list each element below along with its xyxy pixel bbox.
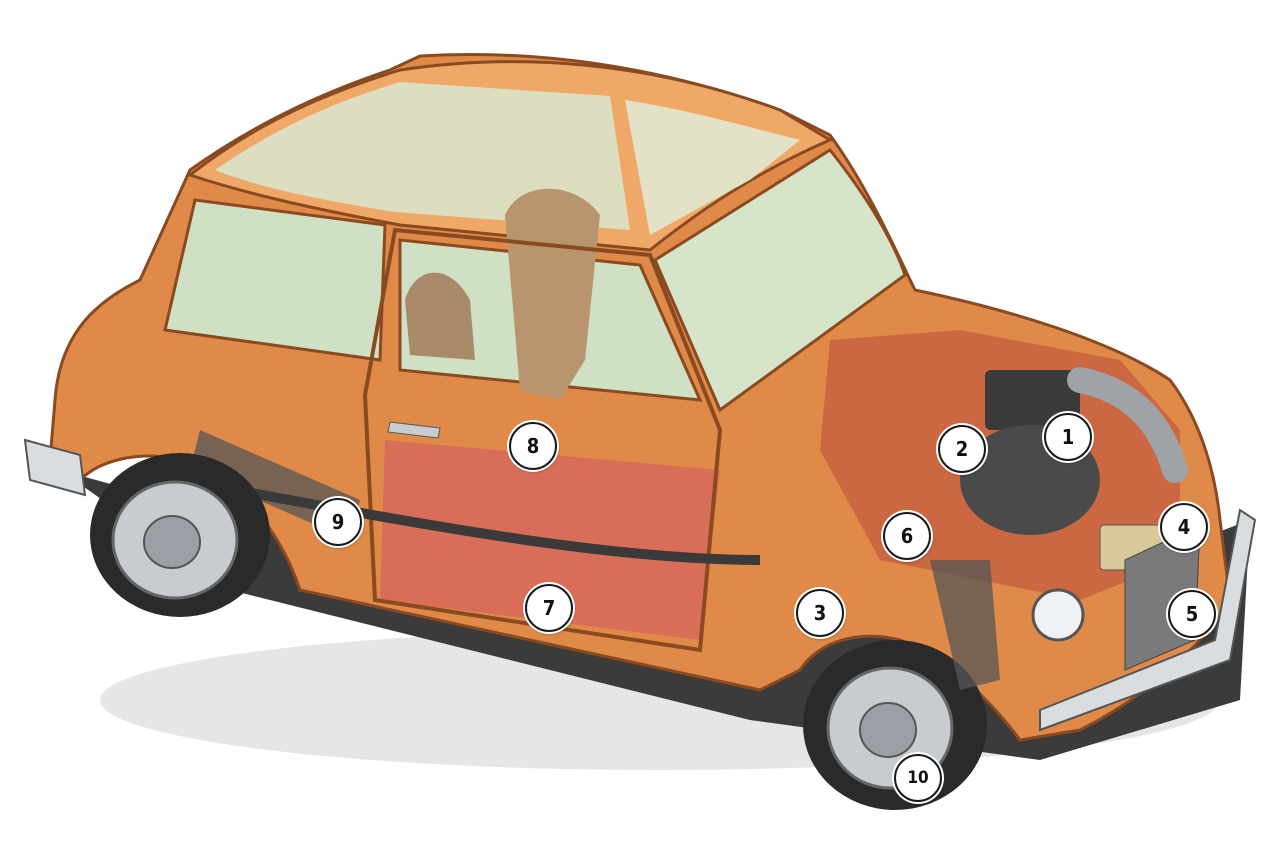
- callout-9: 9: [314, 498, 362, 546]
- callout-1: 1: [1044, 413, 1092, 461]
- headlamp: [1031, 588, 1085, 642]
- callout-8: 8: [509, 422, 557, 470]
- callout-3: 3: [796, 589, 844, 637]
- door-handle: [387, 421, 441, 439]
- rear-seat: [405, 272, 475, 360]
- rear-bumper: [23, 438, 87, 497]
- rear-wheel: [90, 453, 270, 617]
- windscreen: [653, 148, 907, 413]
- callout-10: 10: [894, 754, 942, 802]
- callout-7: 7: [525, 584, 573, 632]
- front-bumper: [1039, 508, 1257, 732]
- rear-side-window: [163, 198, 387, 362]
- exhaust-pipe: [179, 475, 761, 565]
- radiator-hose: [1067, 367, 1188, 483]
- callout-2: 2: [938, 425, 986, 473]
- front-suspension: [930, 560, 1000, 690]
- callout-4: 4: [1160, 503, 1208, 551]
- door-frame: [362, 227, 723, 653]
- roof-glass-right: [625, 100, 800, 235]
- callout-5: 5: [1168, 590, 1216, 638]
- callout-6: 6: [883, 512, 931, 560]
- sunroof-glass: [215, 82, 630, 230]
